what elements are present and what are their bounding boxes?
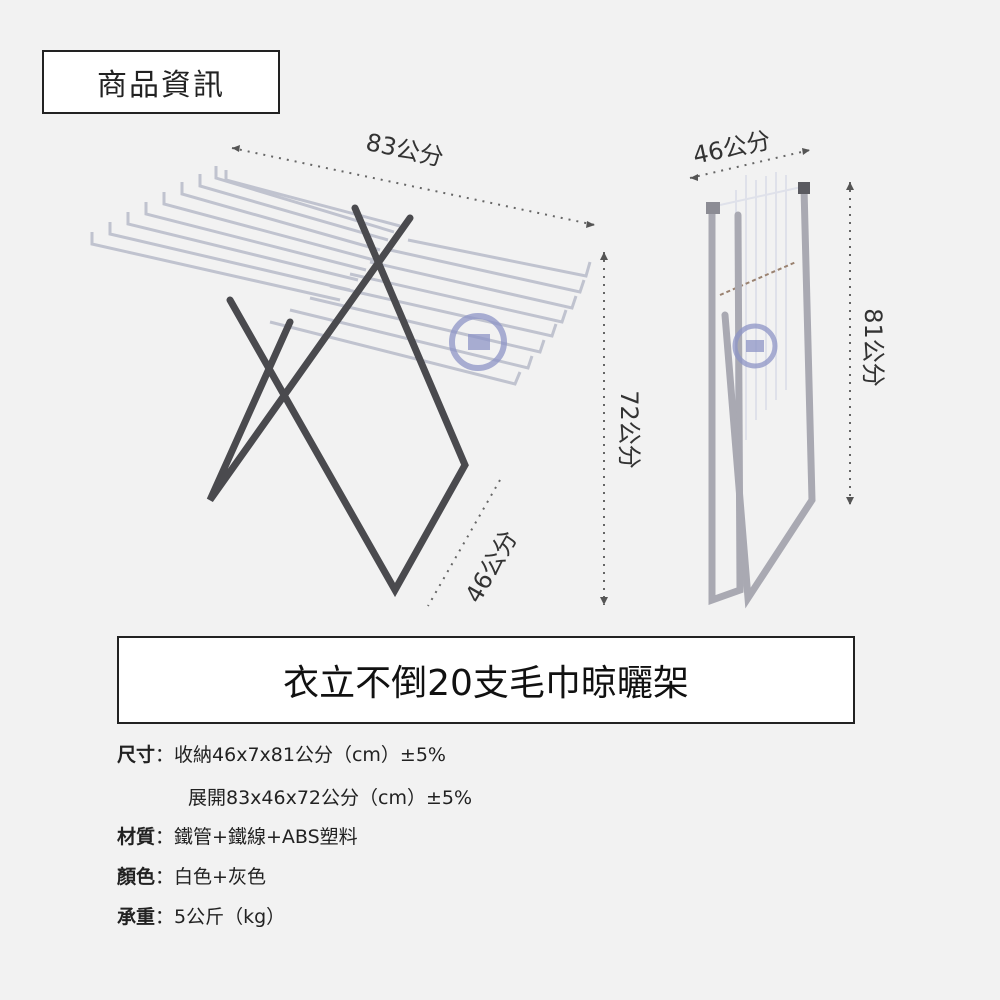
spec-value: 收納46x7x81公分（cm）±5% — [174, 744, 446, 766]
spec-separator: ： — [155, 744, 175, 766]
folded-height-label: 81公分 — [858, 308, 887, 387]
brand-logo-icon — [732, 323, 778, 369]
spec-value: 展開83x46x72公分（cm）±5% — [188, 787, 473, 809]
expanded-rack-illustration — [90, 145, 608, 607]
folded-rack-illustration — [689, 148, 854, 609]
spec-material: 材質：鐵管+鐵線+ABS塑料 — [117, 822, 358, 849]
spec-size: 尺寸：收納46x7x81公分（cm）±5% — [117, 740, 446, 767]
spec-value: 白色+灰色 — [174, 866, 266, 888]
product-dimension-diagram — [90, 145, 854, 609]
spec-size-expanded: 展開83x46x72公分（cm）±5% — [188, 783, 472, 810]
spec-separator: ： — [155, 906, 175, 928]
spec-load: 承重：5公斤（kg） — [117, 902, 285, 929]
product-title-box: 衣立不倒20支毛巾晾曬架 — [117, 636, 855, 724]
section-header-label: 商品資訊 — [97, 68, 225, 103]
spec-label: 尺寸 — [117, 744, 156, 766]
spec-color: 顏色：白色+灰色 — [117, 862, 266, 889]
product-title: 衣立不倒20支毛巾晾曬架 — [283, 663, 689, 704]
expanded-height-label: 72公分 — [614, 390, 643, 469]
brand-logo-icon — [449, 313, 507, 371]
spec-value: 5公斤（kg） — [174, 906, 286, 928]
spec-value: 鐵管+鐵線+ABS塑料 — [174, 826, 358, 848]
spec-separator: ： — [155, 826, 175, 848]
section-header: 商品資訊 — [42, 50, 280, 114]
spec-separator: ： — [155, 866, 175, 888]
spec-label: 承重 — [117, 906, 156, 928]
spec-label: 材質 — [117, 826, 156, 848]
spec-label: 顏色 — [117, 866, 156, 888]
